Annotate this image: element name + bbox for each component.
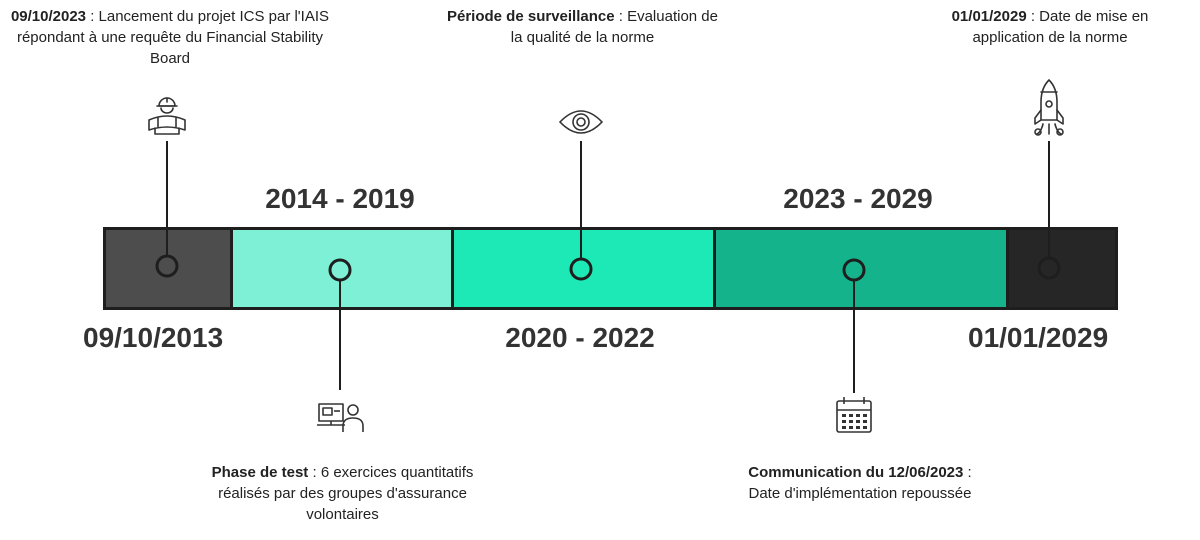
event-launch-text: 09/10/2023 : Lancement du projet ICS par… (10, 6, 330, 69)
segment-post-2029 (1009, 230, 1115, 307)
rocket-icon (1034, 79, 1064, 136)
calendar-icon (836, 397, 872, 433)
eye-icon (558, 110, 604, 134)
period-label-2020-2022: 2020 - 2022 (505, 322, 655, 353)
event-monitoring-title: Période de surveillance (447, 8, 615, 25)
event-communication-text: Communication du 12/06/2023 : Date d'imp… (735, 462, 985, 504)
period-label-2023-2029: 2023 - 2029 (783, 183, 933, 214)
start-date-label: 09/10/2013 (83, 322, 224, 353)
marker-test (328, 258, 352, 282)
marker-launch (155, 254, 179, 278)
event-application-date: 01/01/2029 (951, 8, 1027, 25)
period-label-2014-2019: 2014 - 2019 (265, 183, 415, 214)
marker-application (1037, 256, 1061, 280)
event-test-description: : 6 exercices quantitatifs réalisés par … (218, 464, 474, 523)
calendar-days (842, 414, 867, 429)
event-test-title: Phase de test (211, 464, 309, 481)
end-date-label: 01/01/2029 (968, 322, 1109, 353)
event-monitoring-text: Période de surveillance : Evaluation de … (440, 6, 725, 48)
event-monitoring-description: : Evaluation de la qualité de la norme (510, 8, 718, 46)
engineer-blueprint-icon (148, 97, 186, 135)
event-test-text: Phase de test : 6 exercices quantitatifs… (200, 462, 485, 525)
event-launch-description: : Lancement du projet ICS par l'IAIS rép… (16, 8, 330, 67)
marker-monitoring (569, 257, 593, 281)
marker-communication (842, 258, 866, 282)
event-launch-date: 09/10/2023 (10, 8, 87, 25)
event-communication-description: : Date d'implémentation repoussée (748, 464, 972, 502)
segment-2020-2022 (454, 230, 716, 307)
event-application-text: 01/01/2029 : Date de mise en application… (915, 6, 1185, 48)
event-communication-title: Communication du 12/06/2023 (748, 464, 964, 481)
presenter-screen-icon (317, 403, 364, 432)
event-application-description: : Date de mise en application de la norm… (972, 8, 1149, 46)
